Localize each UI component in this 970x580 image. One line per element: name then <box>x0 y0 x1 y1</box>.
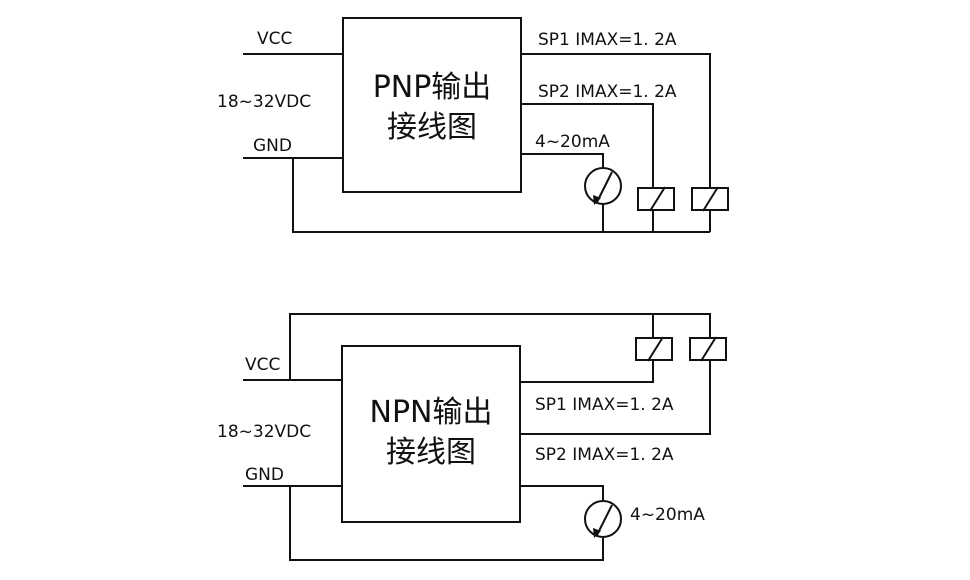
npn-title: NPN输出 <box>370 395 493 430</box>
npn-ground-bus <box>289 486 604 561</box>
npn-relay-sp1-icon <box>635 336 673 362</box>
npn-analog-wire <box>520 485 604 500</box>
pnp-relay-sp1-icon <box>691 186 729 212</box>
pnp-diagram: VCC 18~32VDC GND SP1 IMAX=1. 2A SP2 IMAX… <box>217 17 729 233</box>
npn-sp1-wire <box>520 361 654 383</box>
pnp-sp1-label: SP1 IMAX=1. 2A <box>538 30 677 50</box>
npn-sp1-label: SP1 IMAX=1. 2A <box>535 395 674 415</box>
npn-vcc-label: VCC <box>245 355 280 375</box>
npn-current-label: 4~20mA <box>630 505 705 525</box>
npn-ammeter-icon <box>584 500 622 538</box>
pnp-analog-wire <box>521 153 604 168</box>
npn-sp2-label: SP2 IMAX=1. 2A <box>535 445 674 465</box>
npn-sp2-wire <box>520 361 711 435</box>
pnp-title-line2: 接线图 <box>387 110 477 145</box>
npn-title-line2: 接线图 <box>386 435 476 470</box>
pnp-gnd-label: GND <box>253 136 292 156</box>
pnp-sp2-label: SP2 IMAX=1. 2A <box>538 82 677 102</box>
pnp-sp2-wire <box>521 103 654 187</box>
pnp-current-label: 4~20mA <box>535 132 610 152</box>
npn-voltage-label: 18~32VDC <box>217 422 311 442</box>
npn-relay-sp2-icon <box>689 336 727 362</box>
pnp-title: PNP输出 <box>373 70 492 105</box>
npn-module-box <box>341 345 521 523</box>
pnp-ground-bus <box>292 158 710 233</box>
pnp-voltage-label: 18~32VDC <box>217 92 311 112</box>
pnp-vcc-label: VCC <box>257 29 292 49</box>
npn-vcc-bus <box>243 313 711 381</box>
pnp-relay-sp2-icon <box>637 186 675 212</box>
pnp-sp1-wire <box>521 53 711 187</box>
npn-diagram: VCC 18~32VDC GND SP1 IMAX=1. 2A SP2 IMAX… <box>217 313 727 561</box>
pnp-module-box <box>342 17 522 193</box>
npn-gnd-label: GND <box>245 465 284 485</box>
pnp-ammeter-icon <box>584 167 622 205</box>
